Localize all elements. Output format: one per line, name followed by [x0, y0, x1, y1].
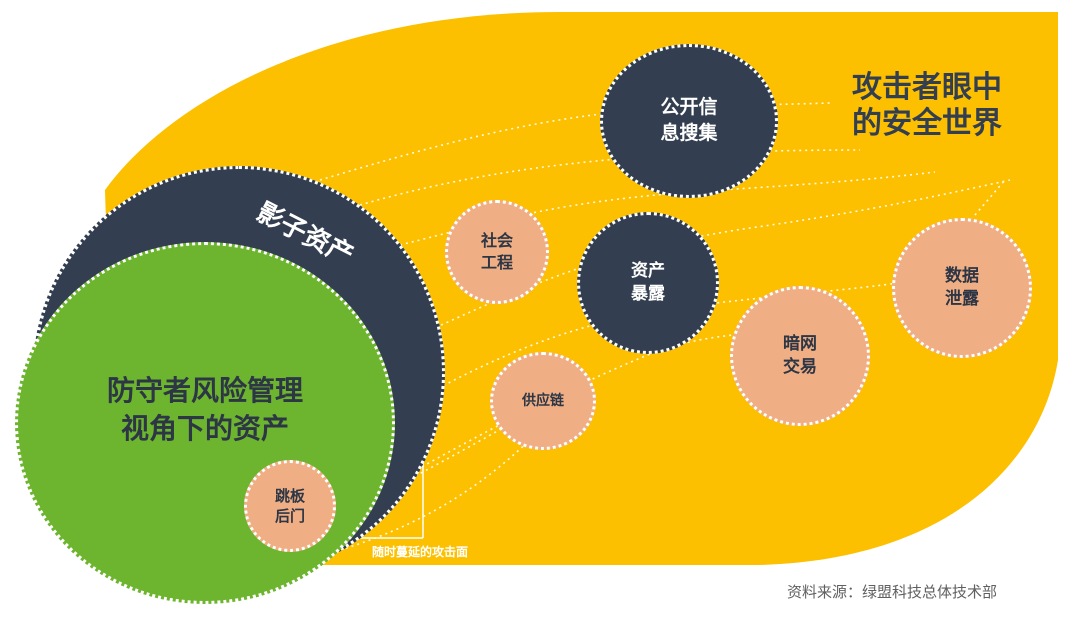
data-leak-node: 数据 泄露: [892, 218, 1032, 358]
diagram-title: 攻击者眼中 的安全世界: [852, 70, 1002, 141]
defender-assets-label: 防守者风险管理 视角下的资产: [106, 374, 303, 445]
asset-exposure-label: 资产 暴露: [631, 261, 665, 304]
darknet-trade-label: 暗网 交易: [783, 334, 817, 377]
darknet-trade-node: 暗网 交易: [730, 286, 870, 426]
public-info-label: 公开信 息搜集: [660, 96, 718, 144]
social-engineering-label: 社会 工程: [480, 231, 513, 272]
public-info-node: 公开信 息搜集: [600, 44, 778, 198]
defender-assets-circle: [15, 242, 395, 604]
supply-chain-node: 供应链: [490, 352, 596, 450]
backdoor-label: 跳板 后门: [274, 486, 305, 525]
asset-exposure-node: 资产 暴露: [577, 212, 719, 354]
backdoor-node: 跳板 后门: [244, 460, 336, 552]
supply-chain-label: 供应链: [522, 392, 564, 409]
social-engineering-node: 社会 工程: [445, 200, 549, 304]
data-leak-label: 数据 泄露: [945, 266, 979, 309]
source-note: 资料来源：绿盟科技总体技术部: [787, 583, 998, 601]
attack-surface-label: 随时蔓延的攻击面: [372, 545, 469, 559]
